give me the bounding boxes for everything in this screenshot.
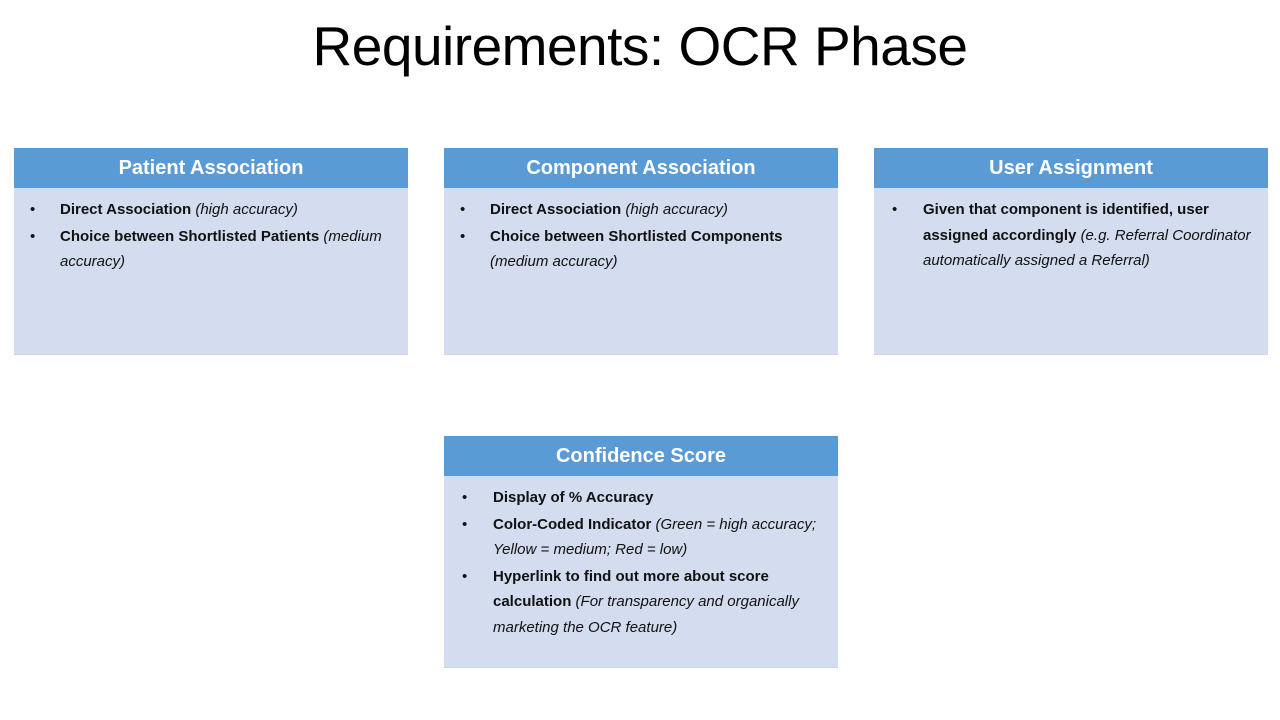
bullet-italic-text: (Green = high accuracy; Yellow = medium;… <box>493 515 816 559</box>
card-body-user-assignment: • Given that component is identified, us… <box>874 188 1268 355</box>
card-component-association: Component Association • Direct Associati… <box>444 148 838 355</box>
bullet-list-user-assignment: • Given that component is identified, us… <box>882 197 1260 274</box>
bullet-icon: • <box>462 567 468 585</box>
card-body-patient-association: • Direct Association (high accuracy) • C… <box>14 188 408 355</box>
bullet-italic-text: (high accuracy) <box>625 201 728 218</box>
bullet-italic-text: (medium accuracy) <box>490 253 618 270</box>
list-item: • Direct Association (high accuracy) <box>22 197 400 223</box>
list-item: • Direct Association (high accuracy) <box>452 197 830 223</box>
list-item: • Display of % Accuracy <box>452 485 830 511</box>
bullet-italic-text: (high accuracy) <box>195 201 298 218</box>
bullet-list-confidence-score: • Display of % Accuracy • Color-Coded In… <box>452 485 830 640</box>
bullet-bold-text: Display of % Accuracy <box>493 489 654 506</box>
list-item: • Given that component is identified, us… <box>882 197 1260 274</box>
bullet-bold-text: Direct Association <box>60 201 192 218</box>
card-user-assignment: User Assignment • Given that component i… <box>874 148 1268 355</box>
bullet-bold-text: Hyperlink to find out more about score c… <box>493 567 769 611</box>
card-body-component-association: • Direct Association (high accuracy) • C… <box>444 188 838 355</box>
list-item: • Choice between Shortlisted Components … <box>452 224 830 275</box>
bullet-icon: • <box>30 227 36 245</box>
bullet-bold-text: Color-Coded Indicator <box>493 515 652 533</box>
card-header-confidence-score: Confidence Score <box>444 436 838 476</box>
bullet-icon: • <box>30 201 36 218</box>
list-item: • Color-Coded Indicator (Green = high ac… <box>452 512 830 563</box>
card-patient-association: Patient Association • Direct Association… <box>14 148 408 355</box>
card-body-confidence-score: • Display of % Accuracy • Color-Coded In… <box>444 476 838 668</box>
bullet-icon: • <box>462 515 468 533</box>
page-title: Requirements: OCR Phase <box>312 15 968 77</box>
bullet-list-component-association: • Direct Association (high accuracy) • C… <box>452 197 830 275</box>
bullet-bold-text: Given that component is identified, user… <box>923 201 1209 244</box>
bullet-italic-text: (e.g. Referral Coordinator automatically… <box>923 226 1251 270</box>
bullet-bold-text: Choice between Shortlisted Components <box>490 227 783 245</box>
card-confidence-score: Confidence Score • Display of % Accuracy… <box>444 436 838 668</box>
bullet-list-patient-association: • Direct Association (high accuracy) • C… <box>22 197 400 275</box>
list-item: • Hyperlink to find out more about score… <box>452 564 830 641</box>
bullet-icon: • <box>460 201 466 218</box>
card-header-patient-association: Patient Association <box>14 148 408 188</box>
card-header-user-assignment: User Assignment <box>874 148 1268 188</box>
bullet-icon: • <box>460 227 466 245</box>
bullet-icon: • <box>462 489 468 506</box>
bullet-bold-text: Direct Association <box>490 201 622 218</box>
bullet-italic-text: (For transparency and organically market… <box>493 593 799 636</box>
bullet-bold-text: Choice between Shortlisted Patients <box>60 227 320 245</box>
card-header-component-association: Component Association <box>444 148 838 188</box>
bullet-italic-text: (medium accuracy) <box>60 227 382 271</box>
list-item: • Choice between Shortlisted Patients (m… <box>22 224 400 275</box>
bullet-icon: • <box>892 201 898 218</box>
